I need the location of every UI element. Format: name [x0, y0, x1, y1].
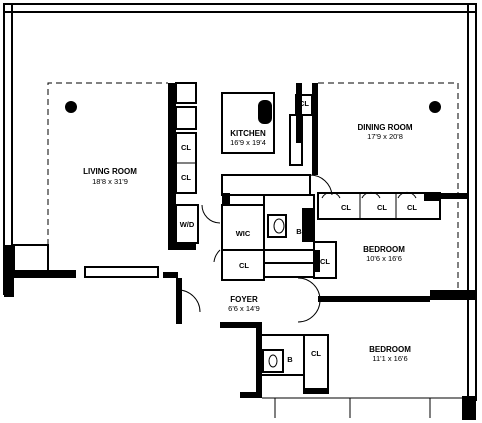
column-dining	[429, 101, 441, 113]
washer-dryer-label: W/D	[180, 220, 195, 229]
bedroom-1-label: BEDROOM	[363, 245, 405, 254]
living-room-label: LIVING ROOM	[83, 167, 137, 176]
closet-label: CL	[299, 99, 309, 108]
bedroom-2-label: BEDROOM	[369, 345, 411, 354]
closet-label: CL	[341, 203, 351, 212]
bath-label: B	[296, 227, 302, 236]
radiator	[84, 266, 159, 278]
foyer-walls	[220, 322, 468, 418]
kitchen-dims: 16'9 x 19'4	[230, 138, 266, 147]
bedroom-2-dims: 11'1 x 16'6	[372, 354, 407, 363]
closet-label: CL	[407, 203, 417, 212]
foyer-label: FOYER	[230, 295, 258, 304]
living-room-dims: 18'8 x 31'9	[92, 177, 128, 186]
bedroom-divider	[318, 290, 477, 420]
bedroom-1-dims: 10'6 x 16'6	[366, 254, 402, 263]
kitchen-label: KITCHEN	[230, 129, 266, 138]
kitchen-counter	[221, 92, 275, 154]
closet-label: CL	[320, 257, 330, 266]
exterior-walls	[3, 3, 477, 297]
central-walls	[221, 174, 337, 281]
dining-room-label: DINING ROOM	[357, 123, 412, 132]
foyer-dims: 6'6 x 14'9	[228, 304, 260, 313]
dashed-outlines	[47, 82, 459, 290]
closet-label: CL	[377, 203, 387, 212]
bedroom1-closets	[317, 192, 468, 220]
door-swings	[177, 174, 417, 323]
closet-label: CL	[311, 349, 321, 358]
closet-label: CL	[181, 173, 191, 182]
bath-label: B	[287, 355, 293, 364]
closet-label: CL	[239, 261, 249, 270]
dining-room-dims: 17'9 x 20'8	[367, 132, 403, 141]
walk-in-closet-label: WIC	[236, 229, 251, 238]
interior-walls	[163, 82, 318, 324]
column-living	[65, 101, 77, 113]
closet-label: CL	[181, 143, 191, 152]
